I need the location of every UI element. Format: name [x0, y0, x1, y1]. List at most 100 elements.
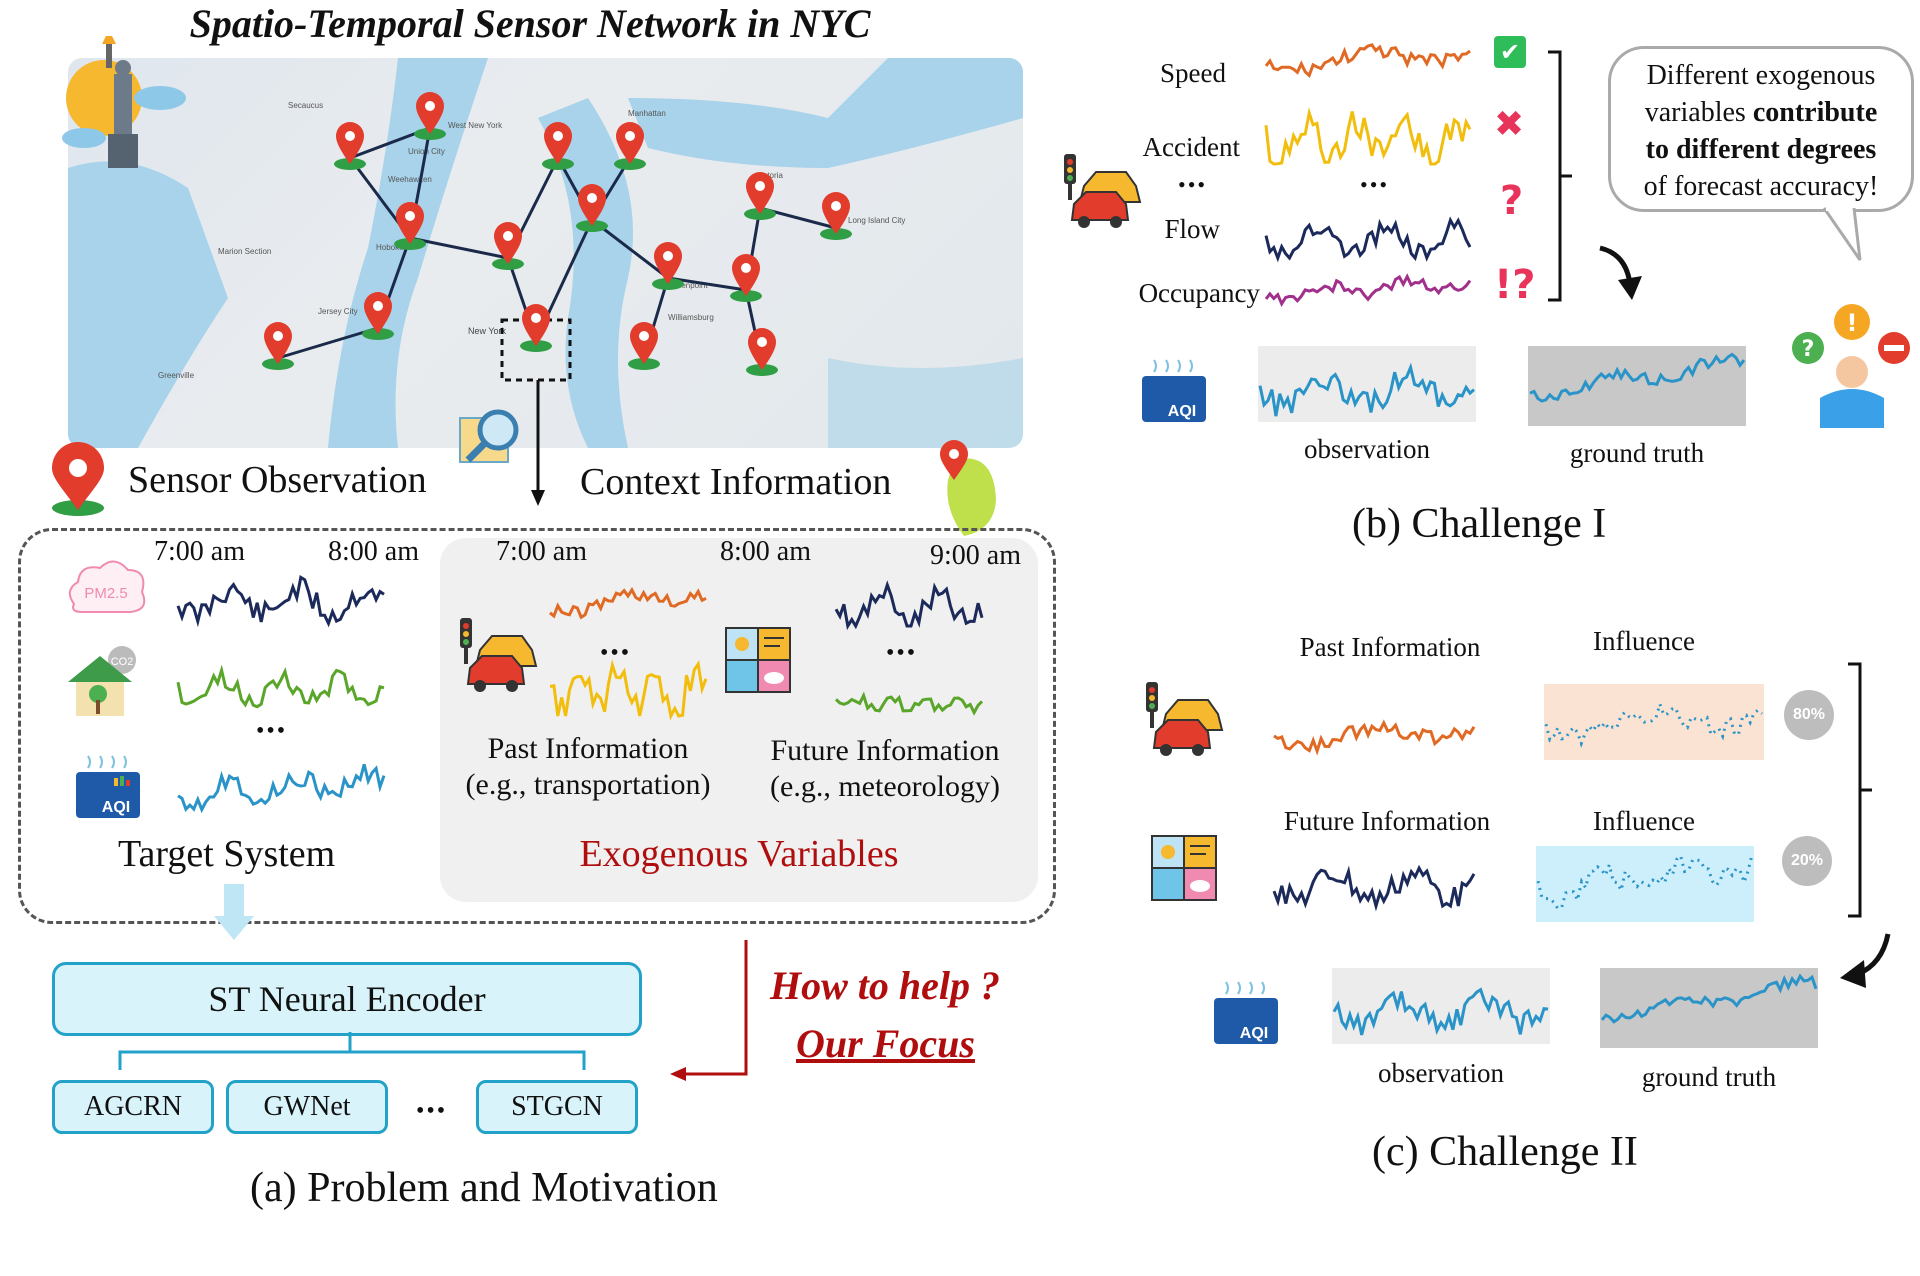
- st-neural-encoder: ST Neural Encoder: [52, 962, 642, 1036]
- model-stgcn: STGCN: [476, 1080, 638, 1134]
- aqi-text: AQI: [1168, 403, 1196, 420]
- our-focus-label: Our Focus: [796, 1021, 975, 1066]
- ground-truth-label: ground truth: [1641, 1062, 1777, 1092]
- time-label: 8:00 am: [720, 536, 811, 567]
- sensor-pin: [492, 222, 524, 270]
- accident-series: [1264, 107, 1472, 166]
- model-agcrn: AGCRN: [52, 1080, 214, 1134]
- bubble-text: variables: [1644, 97, 1746, 128]
- caption-a: (a) Problem and Motivation: [250, 1165, 718, 1211]
- statue-of-liberty-icon: [62, 36, 186, 168]
- check-icon: ✔: [1494, 36, 1526, 68]
- map-place: Jersey City: [318, 307, 358, 316]
- sensor-pin: [362, 292, 394, 340]
- map-place: New York: [468, 326, 507, 336]
- nyc-map: Secaucus West New York Union City Weehaw…: [68, 58, 1023, 448]
- svg-text:?: ?: [1802, 337, 1815, 362]
- caption-b: (b) Challenge I: [1352, 501, 1607, 547]
- weather-icon: [725, 627, 791, 693]
- bubble-line: Different exogenous: [1646, 60, 1876, 91]
- sensor-pin: [542, 122, 574, 170]
- influence-series-future: [1536, 853, 1754, 911]
- var-label: Occupancy: [1138, 278, 1260, 308]
- past-series-yellow: [549, 659, 708, 721]
- bubble-line: variables contribute: [1611, 94, 1911, 131]
- observation-series: [1332, 987, 1549, 1036]
- sensor-pin: [576, 184, 608, 232]
- map-place: Astoria: [758, 171, 783, 180]
- observation-panel: [1258, 346, 1476, 422]
- svg-text:!: !: [1847, 309, 1858, 337]
- influence-series-past: [1544, 699, 1763, 748]
- cross-icon: ✖: [1494, 104, 1525, 145]
- past-series: [1273, 719, 1476, 756]
- traffic-cars-icon: [460, 618, 538, 692]
- sensor-pin: [334, 122, 366, 170]
- sensor-pin: [262, 322, 294, 370]
- occupancy-series: [1264, 273, 1472, 308]
- map-place: Hoboken: [376, 243, 408, 252]
- time-label: 7:00 am: [154, 536, 245, 567]
- sensor-pin: [414, 92, 446, 140]
- green-house-icon: CO2: [68, 646, 136, 716]
- curved-arrow: [1599, 245, 1642, 300]
- how-to-help-label: How to help ?: [770, 963, 1001, 1008]
- map-place: Long Island City: [848, 216, 905, 225]
- traffic-cars-icon: [1064, 154, 1142, 228]
- map-background: Secaucus West New York Union City Weehaw…: [68, 58, 1023, 448]
- future-info-label: Future Information: [770, 734, 1000, 767]
- future-info-label: Future Information: [1283, 806, 1491, 836]
- time-label: 8:00 am: [328, 536, 419, 567]
- confused-person-icon: ? !: [1792, 304, 1910, 428]
- sensor-pin: [730, 254, 762, 302]
- weather-icon: [1151, 835, 1217, 901]
- sensor-pin: [614, 122, 646, 170]
- bracket: [1548, 50, 1572, 302]
- future-series-green: [834, 691, 984, 716]
- ellipsis: •••: [416, 1098, 448, 1124]
- target-system-label: Target System: [118, 833, 336, 875]
- sensor-pin: [820, 192, 852, 240]
- sensor-pin: [652, 242, 684, 290]
- sensor-pin: [746, 328, 778, 376]
- bubble-line: to different degrees: [1611, 131, 1911, 168]
- bubble-bold: to different degrees: [1645, 134, 1877, 165]
- map-place: West New York: [448, 121, 503, 130]
- bubble-bold: contribute: [1752, 97, 1878, 128]
- target-series-aqi: [177, 763, 386, 814]
- map-pin-icon: [940, 440, 996, 536]
- map-place: Weehawken: [388, 175, 432, 184]
- map-title: Spatio-Temporal Sensor Network in NYC: [189, 1, 871, 46]
- var-label: Accident: [1142, 132, 1240, 162]
- ellipsis: •••: [256, 718, 288, 744]
- exclaim-question-icon: !?: [1494, 262, 1536, 308]
- aqi-icon: AQI: [76, 755, 140, 818]
- observation-label: observation: [1304, 434, 1430, 464]
- traffic-cars-icon: [1146, 682, 1224, 756]
- time-label: 9:00 am: [930, 540, 1021, 571]
- sensor-network: [262, 92, 852, 382]
- data-context-box: [18, 528, 1056, 924]
- observation-series: [1258, 362, 1475, 417]
- sensor-pin: [628, 322, 660, 370]
- bracket: [1848, 662, 1872, 918]
- bubble-tail: [1822, 206, 1862, 261]
- aqi-icon: AQI: [1214, 981, 1278, 1044]
- pm25-icon: PM2.5: [68, 560, 146, 613]
- future-series-navy: [834, 580, 984, 631]
- sensor-pin: [744, 172, 776, 220]
- map-place: Marion Section: [218, 247, 271, 256]
- var-label: Flow: [1164, 214, 1220, 244]
- map-place: Manhattan: [628, 109, 666, 118]
- flow-series: [1264, 216, 1472, 263]
- ellipsis: •••: [1178, 172, 1208, 197]
- past-example-label: (e.g., transportation): [465, 768, 711, 801]
- sensor-pin: [394, 202, 426, 250]
- ground-truth-series: [1600, 973, 1818, 1024]
- influence-panel-future: [1536, 846, 1754, 922]
- ground-truth-label: ground truth: [1569, 438, 1705, 468]
- down-arrow: [214, 884, 254, 940]
- target-series-co2: [176, 664, 385, 709]
- aqi-text: AQI: [1240, 1025, 1268, 1042]
- exogenous-variables-label: Exogenous Variables: [579, 833, 899, 875]
